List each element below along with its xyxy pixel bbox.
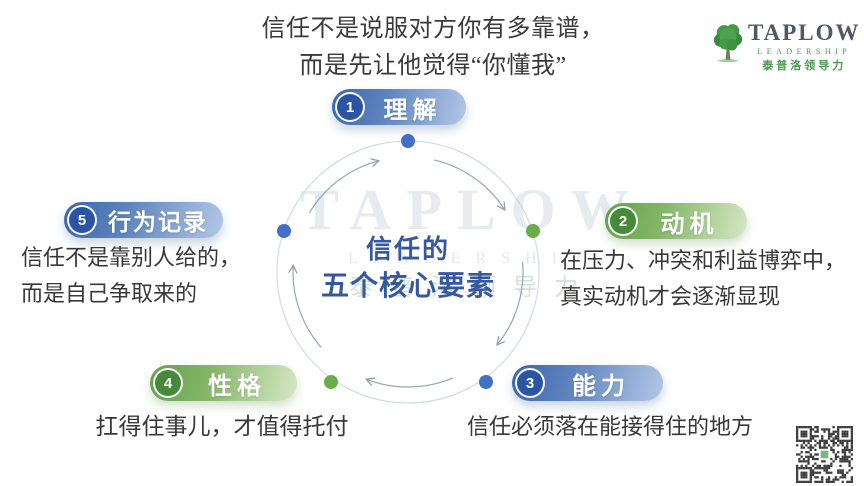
note-line: 信任必须落在能接得住的地方 xyxy=(466,414,753,439)
qr-code xyxy=(796,426,853,483)
number-badge: 1 xyxy=(335,92,365,122)
taplow-logo: TAPLOW LEADERSHIP 泰普洛领导力 xyxy=(712,20,859,73)
note-line: 扛得住事儿，才值得托付 xyxy=(95,414,349,439)
pill-ability: 3 能力 xyxy=(512,365,663,401)
note-line: 而是先让他觉得“你懂我” xyxy=(299,53,567,79)
logo-title: TAPLOW xyxy=(748,20,861,45)
logo-chinese-name: 泰普洛领导力 xyxy=(762,60,847,72)
note-motivation: 在压力、冲突和利益博弈中， 真实动机才会逐渐显现 xyxy=(560,243,860,315)
pill-understanding: 1 理解 xyxy=(332,89,466,125)
number-badge: 3 xyxy=(515,368,545,398)
pill-label: 能力 xyxy=(572,373,630,400)
number-badge: 5 xyxy=(67,205,97,235)
pill-character: 4 性格 xyxy=(150,365,297,401)
tree-icon xyxy=(713,24,743,63)
dot-character xyxy=(324,375,338,389)
pill-label: 动机 xyxy=(660,211,719,238)
pill-label: 理解 xyxy=(383,97,442,124)
center-title-line2: 五个核心要素 xyxy=(320,271,495,302)
pill-track-record: 5 行为记录 xyxy=(64,202,223,238)
dot-ability xyxy=(479,375,493,389)
center-title: 信任的 五个核心要素 xyxy=(283,233,533,307)
dot-understanding xyxy=(401,134,415,148)
note-line: 而是自己争取来的 xyxy=(21,281,198,306)
note-line: 在压力、冲突和利益博弈中， xyxy=(560,248,847,273)
note-understanding: 信任不是说服对方你有多靠谱， 而是先让他觉得“你懂我” xyxy=(150,11,716,85)
note-ability: 信任必须落在能接得住的地方 xyxy=(460,409,760,445)
note-character: 扛得住事儿，才值得托付 xyxy=(91,409,353,445)
number-badge: 4 xyxy=(153,368,183,398)
number-badge: 2 xyxy=(608,206,638,236)
logo-subtitle: LEADERSHIP xyxy=(757,47,852,56)
pill-motivation: 2 动机 xyxy=(605,203,747,239)
note-line: 信任不是靠别人给的， xyxy=(21,245,242,270)
center-title-line1: 信任的 xyxy=(365,235,450,264)
note-line: 真实动机才会逐渐显现 xyxy=(560,284,781,309)
note-track-record: 信任不是靠别人给的， 而是自己争取来的 xyxy=(21,240,281,312)
note-line: 信任不是说服对方你有多靠谱， xyxy=(261,16,605,42)
pill-label: 行为记录 xyxy=(108,210,208,235)
pill-label: 性格 xyxy=(208,373,266,400)
